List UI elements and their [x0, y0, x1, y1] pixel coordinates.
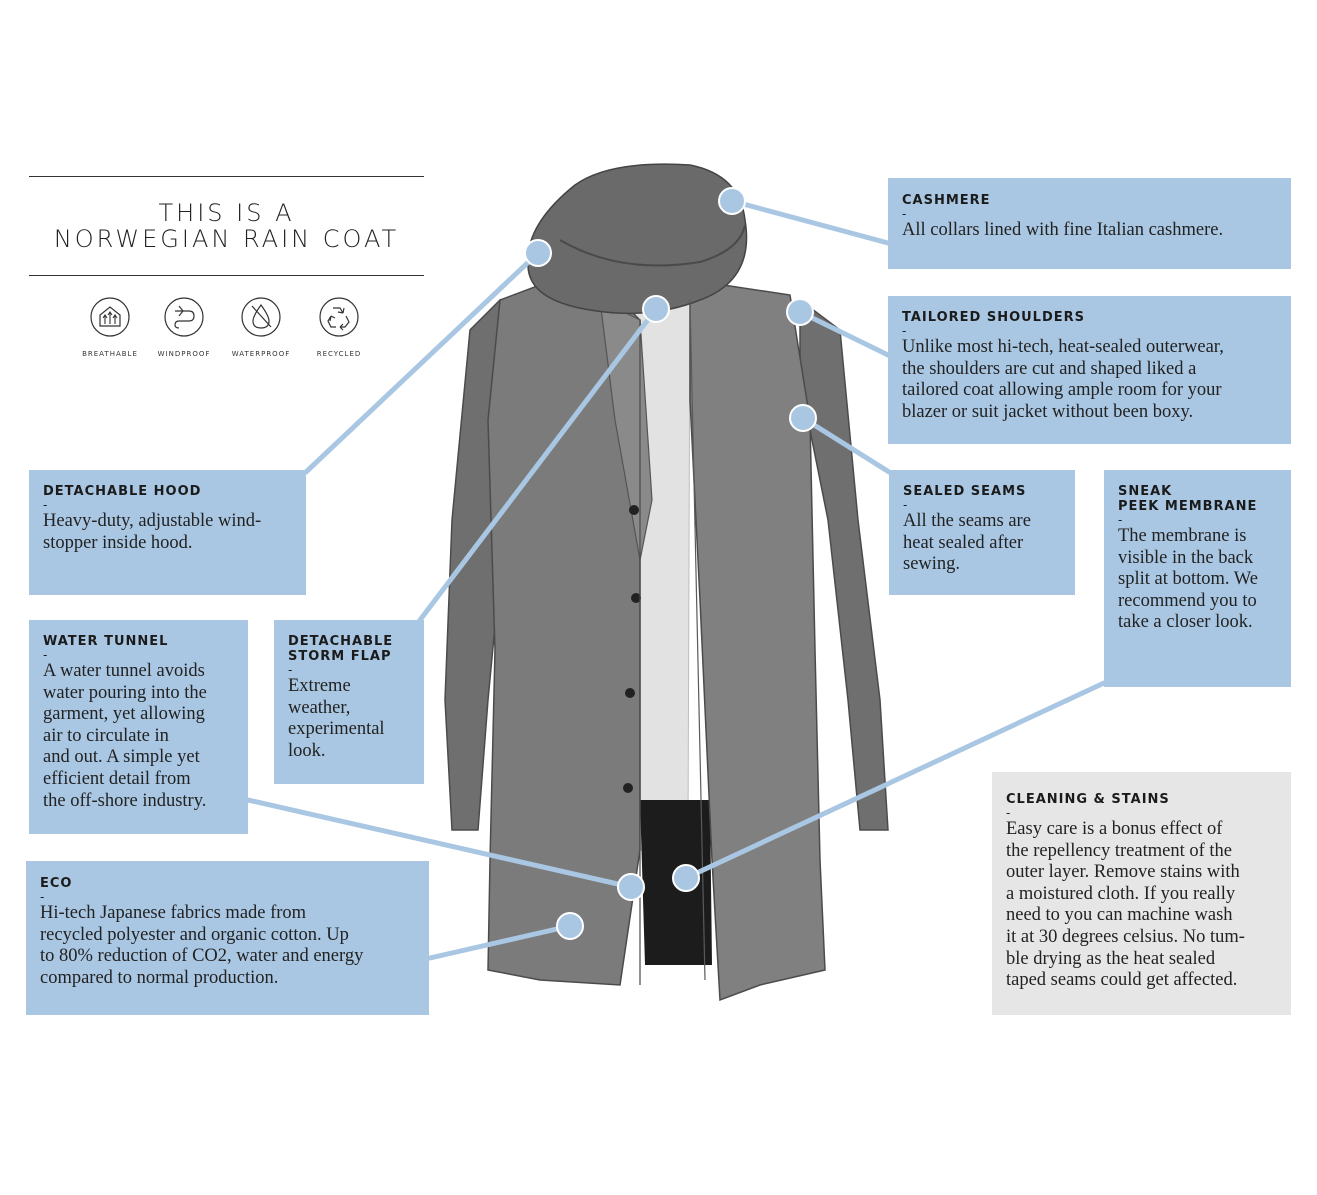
feature-recycled: RECYCLED: [299, 296, 379, 358]
callout-title: SEALED SEAMS: [903, 484, 1027, 499]
coat-button: [625, 688, 635, 698]
callout-sneak-peek-membrane: SNEAK PEEK MEMBRANE - The membrane is vi…: [1104, 470, 1291, 687]
hotspot-seams: [789, 404, 817, 432]
callout-body: All the seams are heat sealed after sewi…: [903, 511, 1031, 575]
callout-detachable-storm-flap: DETACHABLE STORM FLAP - Extreme weather,…: [274, 620, 424, 784]
hotspot-eco: [556, 912, 584, 940]
icon-label-breathable: BREATHABLE: [82, 350, 138, 358]
callout-dash: -: [40, 890, 45, 904]
callout-body: Easy care is a bonus effect of the repel…: [1006, 819, 1245, 991]
coat-button: [631, 593, 641, 603]
callout-title: ECO: [40, 876, 73, 891]
callout-dash: -: [43, 498, 48, 512]
callout-eco: ECO - Hi-tech Japanese fabrics made from…: [26, 861, 429, 1015]
callout-cleaning-stains: CLEANING & STAINS - Easy care is a bonus…: [992, 772, 1291, 1015]
callout-title: CLEANING & STAINS: [1006, 792, 1170, 807]
coat-button: [623, 783, 633, 793]
callout-dash: -: [902, 207, 907, 221]
breathable-icon: [90, 297, 130, 337]
callout-body: Heavy-duty, adjustable wind- stopper ins…: [43, 511, 262, 553]
callout-cashmere: CASHMERE - All collars lined with fine I…: [888, 178, 1291, 269]
feature-breathable: BREATHABLE: [70, 296, 150, 358]
title-line-2: NORWEGIAN RAIN COAT: [53, 225, 400, 253]
callout-dash: -: [902, 324, 907, 338]
front-seam: [689, 299, 706, 981]
callout-water-tunnel: WATER TUNNEL - A water tunnel avoids wat…: [29, 620, 248, 834]
recycled-icon: [319, 297, 359, 337]
callout-body: Unlike most hi-tech, heat-sealed outerwe…: [902, 337, 1224, 422]
leader-line-hood: [303, 250, 541, 475]
callout-dash: -: [1118, 513, 1123, 527]
callout-title: TAILORED SHOULDERS: [902, 310, 1086, 325]
leader-line-cashmere: [729, 198, 891, 246]
icon-label-windproof: WINDPROOF: [157, 350, 211, 358]
hood: [527, 163, 748, 315]
feature-windproof: WINDPROOF: [144, 296, 224, 358]
waterproof-icon: [241, 297, 281, 337]
callout-title: DETACHABLE STORM FLAP: [288, 634, 394, 664]
callout-title: CASHMERE: [902, 193, 991, 208]
hotspot-cashmere: [718, 187, 746, 215]
callout-dash: -: [288, 663, 293, 677]
callout-body: A water tunnel avoids water pouring into…: [43, 661, 207, 811]
hotspot-stormflap: [642, 295, 670, 323]
callout-tailored-shoulders: TAILORED SHOULDERS - Unlike most hi-tech…: [888, 296, 1291, 444]
hotspot-membrane: [672, 864, 700, 892]
title-line-1: THIS IS A: [158, 199, 295, 227]
callout-title: DETACHABLE HOOD: [43, 484, 202, 499]
leader-line-shoulders: [797, 309, 891, 358]
hotspot-hood: [524, 239, 552, 267]
callout-body: All collars lined with fine Italian cash…: [902, 220, 1224, 240]
leader-line-stormflap: [417, 306, 659, 623]
leader-line-tunnel: [245, 797, 634, 890]
callout-body: Extreme weather, experimental look.: [288, 676, 385, 761]
windproof-icon: [164, 297, 204, 337]
callout-sealed-seams: SEALED SEAMS - All the seams are heat se…: [889, 470, 1075, 595]
title-block: THIS IS A NORWEGIAN RAIN COAT: [29, 176, 424, 276]
coat-button: [629, 505, 639, 515]
callout-dash: -: [43, 648, 48, 662]
hotspot-shoulders: [786, 298, 814, 326]
callout-title: SNEAK PEEK MEMBRANE: [1118, 484, 1258, 514]
callout-body: The membrane is visible in the back spli…: [1118, 526, 1258, 633]
icon-label-recycled: RECYCLED: [316, 350, 362, 358]
feature-icons: BREATHABLE WINDPROOF WATERPROOF: [70, 296, 380, 366]
hotspot-tunnel: [617, 873, 645, 901]
leader-line-membrane: [683, 680, 1107, 881]
coat-right-panel: [689, 279, 826, 1002]
callout-body: Hi-tech Japanese fabrics made from recyc…: [40, 903, 364, 988]
callout-title: WATER TUNNEL: [43, 634, 169, 649]
callout-dash: -: [903, 498, 908, 512]
hood-fold: [559, 224, 746, 267]
feature-waterproof: WATERPROOF: [221, 296, 301, 358]
icon-label-waterproof: WATERPROOF: [231, 350, 291, 358]
callout-dash: -: [1006, 806, 1011, 820]
leader-line-seams: [800, 415, 892, 475]
leader-line-eco: [427, 923, 573, 961]
callout-detachable-hood: DETACHABLE HOOD - Heavy-duty, adjustable…: [29, 470, 306, 595]
